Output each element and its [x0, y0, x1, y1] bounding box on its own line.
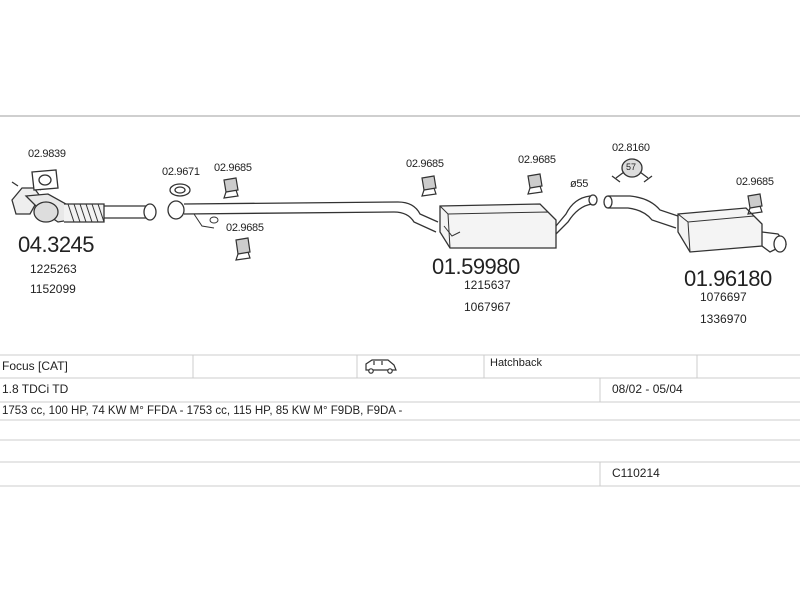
accessory-label: 02.9685 — [518, 154, 556, 166]
accessory-label: 02.9671 — [162, 166, 200, 178]
accessory-label: 02.8160 — [612, 142, 650, 154]
oem-reference: 1336970 — [700, 312, 747, 326]
part-number: 04.3245 — [18, 232, 95, 257]
rubber-mount-4 — [527, 173, 543, 195]
oem-reference: 1225263 — [30, 262, 77, 276]
ring-gasket — [169, 183, 191, 197]
rubber-mount-1 — [223, 177, 239, 199]
oem-reference: 1152099 — [30, 282, 76, 296]
pipe-diameter-label: ø55 — [570, 178, 589, 190]
clamp-size-label: 57 — [626, 162, 637, 172]
part-number: 01.59980 — [432, 254, 520, 279]
accessory-label: 02.9685 — [736, 176, 774, 188]
front-pipe-catalytic-converter — [11, 181, 157, 223]
rear-pipe-silencer — [603, 195, 788, 253]
rubber-mount-5 — [747, 193, 763, 215]
flange-gasket — [31, 169, 59, 191]
oem-reference: 1076697 — [700, 290, 747, 304]
hatchback-car-icon — [365, 359, 397, 374]
middle-pipe-silencer — [167, 194, 598, 249]
part-number: 01.96180 — [684, 266, 772, 291]
rubber-mount-3 — [421, 175, 437, 197]
accessory-label: 02.9685 — [406, 158, 444, 170]
oem-reference: 1215637 — [464, 278, 511, 292]
accessory-label: 02.9839 — [28, 148, 66, 160]
engine-specs: 1753 cc, 100 HP, 74 KW M° FFDA - 1753 cc… — [2, 405, 403, 417]
vehicle-model: Focus [CAT] — [2, 359, 68, 373]
oem-reference: 1067967 — [464, 300, 511, 314]
accessory-label: 02.9685 — [226, 222, 264, 234]
production-years: 08/02 - 05/04 — [612, 382, 683, 396]
accessory-label: 02.9685 — [214, 162, 252, 174]
kit-code: C110214 — [612, 466, 660, 480]
pipe-clamp — [611, 158, 653, 183]
engine-type: 1.8 TDCi TD — [2, 382, 69, 396]
body-type: Hatchback — [490, 357, 542, 369]
rubber-mount-2 — [235, 237, 251, 261]
application-table-grid — [0, 354, 800, 487]
